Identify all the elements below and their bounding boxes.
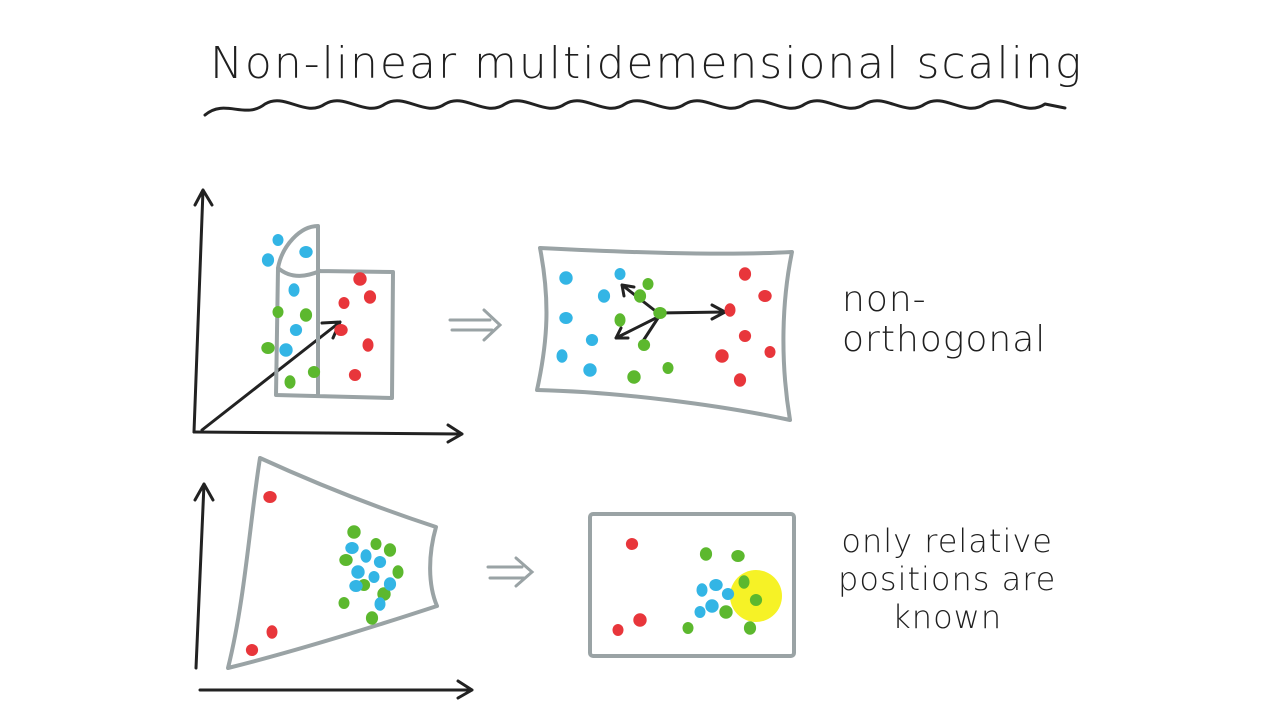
green-data-point <box>392 565 404 579</box>
red-data-point <box>724 303 736 317</box>
blue-data-point <box>272 234 284 246</box>
green-data-point <box>743 621 757 635</box>
annotation-non-orthogonal: non- orthogonal <box>842 280 1046 360</box>
green-data-point <box>339 554 353 566</box>
blue-data-point <box>351 565 365 579</box>
blue-data-point <box>696 583 708 597</box>
annotation-relative-positions: only relative positions are known <box>838 522 1056 636</box>
red-data-point <box>764 346 776 358</box>
red-data-point <box>334 324 348 336</box>
red-data-point <box>266 625 278 639</box>
map-frame <box>535 246 794 422</box>
blue-data-point <box>349 580 363 592</box>
distorted-sheet <box>226 456 439 670</box>
y-axis-arrow <box>192 188 214 434</box>
annotation-line: positions are <box>838 560 1057 598</box>
blue-data-point <box>289 324 303 336</box>
green-data-point <box>653 307 667 319</box>
green-data-point <box>614 313 626 327</box>
annotation-line: known <box>892 598 1003 636</box>
red-data-point <box>263 491 277 503</box>
blue-data-point <box>279 343 293 357</box>
blue-data-point <box>694 606 706 618</box>
blue-data-point <box>705 599 719 613</box>
blue-data-point <box>345 542 359 554</box>
green-data-point <box>383 543 397 557</box>
distance-arrow <box>656 303 727 321</box>
green-data-point <box>749 594 763 606</box>
blue-data-point <box>585 334 599 346</box>
blue-data-point <box>373 556 387 568</box>
top-right-flattened-map <box>535 246 794 422</box>
annotation-line: only relative <box>841 522 1053 560</box>
blue-data-point <box>556 349 568 363</box>
red-data-point <box>338 297 350 309</box>
red-data-point <box>362 338 374 352</box>
red-data-point <box>245 644 259 656</box>
red-data-point <box>715 349 729 363</box>
blue-data-point <box>583 363 597 377</box>
blue-data-point <box>709 579 723 591</box>
page-title: Non-linear multidemensional scaling <box>210 38 1084 89</box>
red-data-point <box>625 538 639 550</box>
red-data-point <box>348 369 362 381</box>
data-points <box>245 234 776 656</box>
blue-data-point <box>374 597 386 611</box>
red-data-point <box>363 290 377 304</box>
transform-arrow-bottom <box>486 556 535 588</box>
blue-data-point <box>559 271 573 285</box>
red-data-point <box>733 373 747 387</box>
blue-data-point <box>559 312 573 324</box>
annotation-line: non- <box>842 279 927 320</box>
top-left-3d-plot <box>192 188 464 444</box>
blue-data-point <box>288 283 300 297</box>
blue-data-point <box>261 253 275 267</box>
green-data-point <box>365 611 379 625</box>
distance-arrow <box>614 314 662 340</box>
blue-data-point <box>360 549 372 563</box>
green-data-point <box>719 605 733 619</box>
annotation-line: orthogonal <box>842 319 1047 360</box>
green-data-point <box>738 575 750 589</box>
green-data-point <box>699 547 713 561</box>
green-data-point <box>731 550 745 562</box>
green-data-point <box>637 339 651 351</box>
green-data-point <box>347 525 361 539</box>
distance-arrow <box>641 316 660 343</box>
red-data-point <box>738 330 752 342</box>
green-data-point <box>370 538 382 550</box>
green-data-point <box>642 278 654 290</box>
green-data-point <box>307 366 321 378</box>
green-data-point <box>284 375 296 389</box>
red-data-point <box>758 290 772 302</box>
blue-data-point <box>368 571 380 583</box>
blue-data-point <box>299 246 313 258</box>
red-data-point <box>633 613 647 627</box>
green-data-point <box>662 362 674 374</box>
y-axis-arrow <box>193 482 215 670</box>
curved-manifold <box>274 224 395 400</box>
green-data-point <box>627 370 641 384</box>
x-axis-arrow <box>192 423 464 444</box>
green-data-point <box>633 289 647 303</box>
blue-data-point <box>383 577 397 591</box>
map-frame <box>588 512 796 658</box>
red-data-point <box>738 267 752 281</box>
green-data-point <box>338 597 350 609</box>
bottom-left-distorted-plot <box>193 456 474 700</box>
title-underline <box>203 99 1067 117</box>
transform-arrow-top <box>448 308 503 342</box>
green-data-point <box>299 308 313 322</box>
blue-data-point <box>721 588 735 600</box>
red-data-point <box>353 272 367 286</box>
x-axis-arrow <box>198 679 474 700</box>
green-data-point <box>261 342 275 354</box>
green-data-point <box>682 622 694 634</box>
red-data-point <box>612 624 624 636</box>
blue-data-point <box>614 268 626 280</box>
green-data-point <box>272 306 284 318</box>
blue-data-point <box>597 289 611 303</box>
